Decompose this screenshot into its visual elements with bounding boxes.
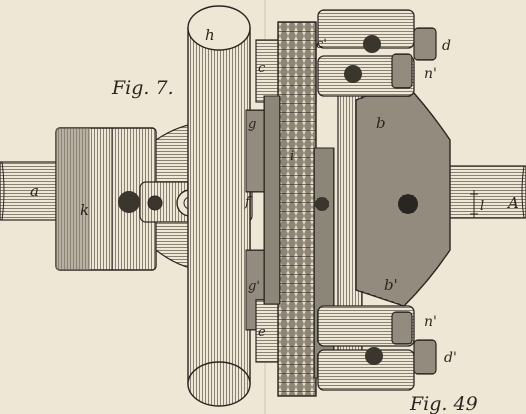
main-shaft (0, 161, 526, 221)
disc-center-hole (398, 194, 418, 214)
upper-clamp (317, 9, 437, 97)
label-e: e (258, 325, 266, 340)
label-l: l (480, 199, 484, 214)
label-b: b (376, 114, 386, 132)
label-i: i (290, 149, 294, 164)
label-g: g (248, 117, 256, 132)
figure-number: Fig. 49 (409, 393, 478, 414)
label-h: h (205, 26, 215, 44)
nut-d (413, 27, 437, 61)
nut-n-prime (391, 53, 413, 89)
label-f: f (244, 195, 252, 210)
label-d: d (442, 38, 451, 54)
nut-d-prime (413, 339, 437, 375)
bar-screw (315, 197, 329, 211)
label-n-prime: n' (424, 66, 437, 82)
label-g-prime: g' (248, 279, 260, 294)
lower-clamp (317, 305, 437, 391)
disc-body-b (355, 81, 451, 307)
label-n-prime-lower: n' (424, 314, 437, 330)
label-b-prime: b' (384, 276, 398, 294)
nut-n-prime-lower (391, 311, 413, 345)
dimension-mark (470, 190, 478, 218)
collar-k (55, 127, 157, 271)
gear-wheel-i (263, 21, 317, 397)
label-A: A (506, 194, 519, 212)
label-c: c (258, 61, 266, 76)
label-k: k (80, 201, 89, 219)
label-d-prime: d' (444, 350, 457, 366)
vertical-roller-h (187, 5, 251, 407)
label-c-prime: c' (316, 37, 327, 52)
figure-title: Fig. 7. (111, 77, 174, 99)
label-a: a (30, 182, 39, 200)
pin-hole-left (147, 195, 163, 211)
